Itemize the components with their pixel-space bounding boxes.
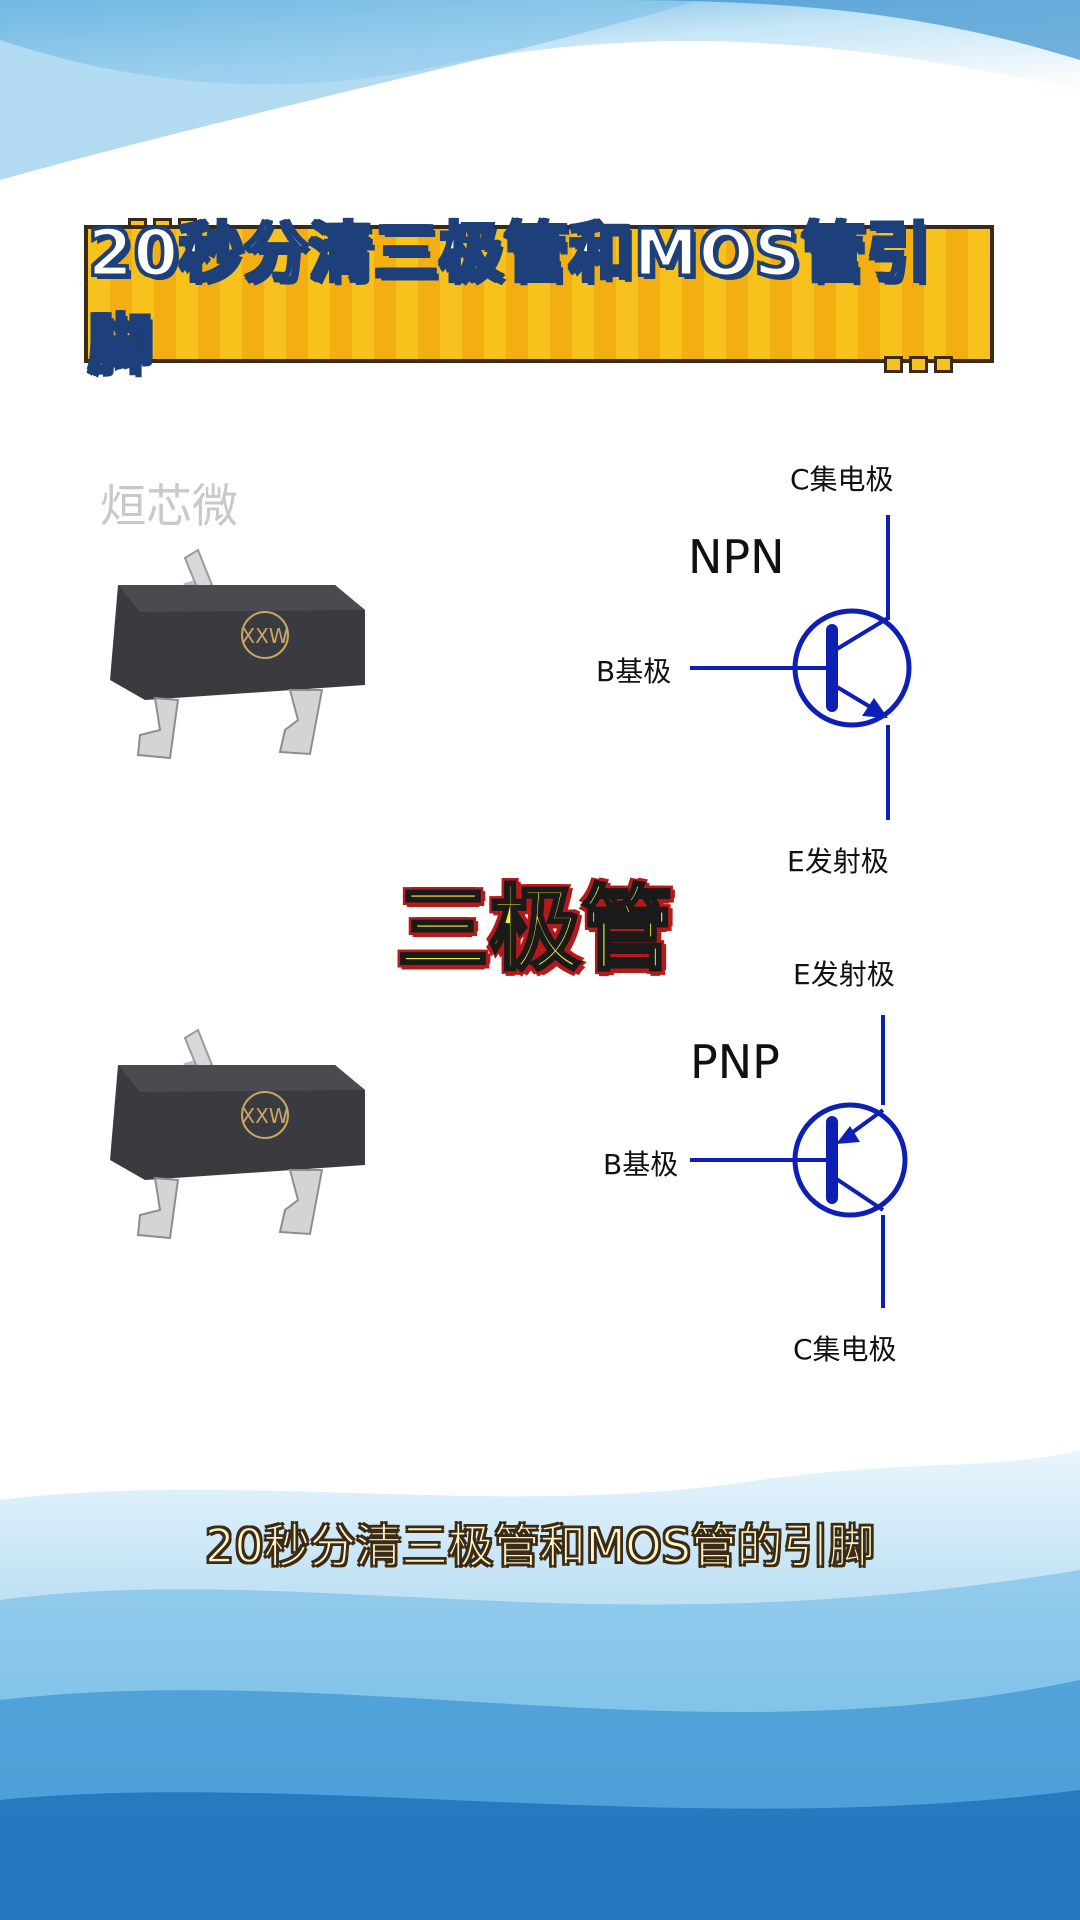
- pnp-transistor-symbol: [690, 1015, 908, 1308]
- banner-title: 20秒分清三极管和MOS管引脚: [87, 216, 932, 385]
- center-title: 三极管: [395, 875, 674, 985]
- pnp-type-label: PNP: [690, 1035, 780, 1089]
- chip-marking: XXW: [241, 1104, 288, 1128]
- pnp-base-label: B基极: [603, 1148, 679, 1181]
- chip-marking: XXW: [241, 624, 288, 648]
- sot23-chip-image-npn: XXW: [110, 548, 365, 760]
- watermark: 烜芯微: [100, 479, 238, 533]
- npn-type-label: NPN: [688, 530, 785, 584]
- title-banner: 20秒分清三极管和MOS管引脚: [84, 216, 994, 385]
- npn-base-label: B基极: [596, 655, 672, 688]
- subtitle-caption: 20秒分清三极管和MOS管的引脚: [204, 1518, 875, 1574]
- banner-decoration-bottom: [884, 356, 953, 373]
- sot23-chip-image-pnp: XXW: [110, 1028, 365, 1240]
- npn-transistor-symbol: [690, 515, 912, 820]
- pnp-emitter-label: E发射极: [793, 958, 895, 991]
- pnp-collector-label: C集电极: [793, 1333, 897, 1366]
- npn-emitter-label: E发射极: [787, 845, 889, 878]
- npn-collector-label: C集电极: [790, 463, 894, 496]
